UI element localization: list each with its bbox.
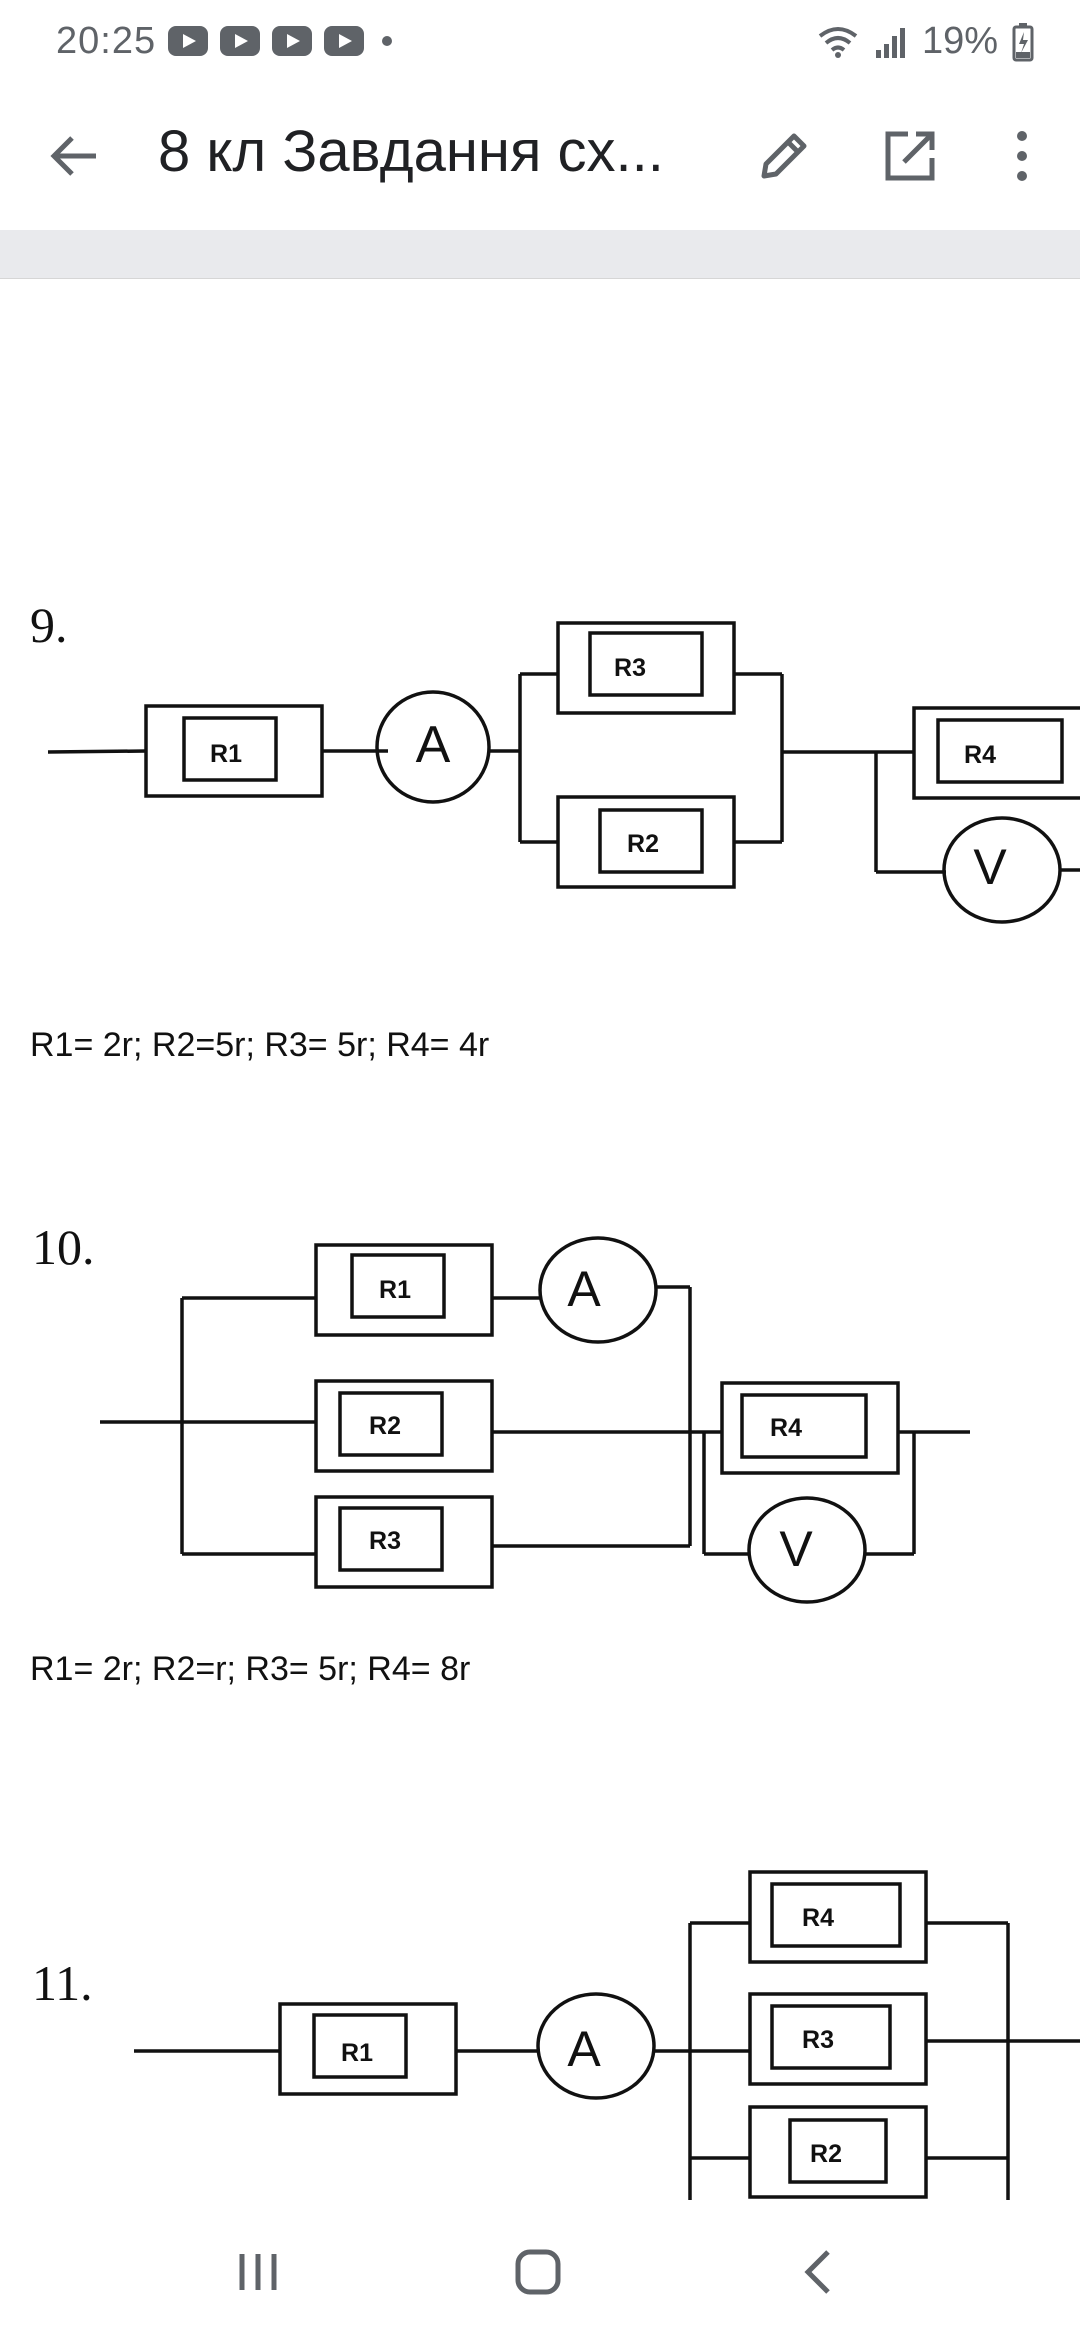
resistor-r4-box — [748, 1870, 928, 1964]
document-title: 8 кл Завдання сх... — [158, 119, 664, 184]
resistor-r4-box — [720, 1381, 900, 1475]
battery-percent: 19% — [921, 20, 998, 62]
r3-label: R3 — [614, 654, 646, 682]
resistor-r2-box — [314, 1379, 494, 1473]
wifi-icon — [818, 26, 858, 58]
r3-label: R3 — [802, 2026, 834, 2054]
ammeter-symbol — [536, 1992, 656, 2100]
resistor-r3-box — [314, 1495, 494, 1589]
problem-10-number: 10. — [32, 1219, 95, 1275]
open-external-icon — [885, 131, 935, 181]
status-right: 19% — [816, 20, 1034, 63]
voltmeter-label: V — [779, 1521, 813, 1577]
youtube-icon — [272, 26, 312, 56]
resistor-r1-box — [314, 1243, 494, 1337]
r4-label: R4 — [770, 1414, 802, 1442]
back-button[interactable] — [38, 120, 110, 192]
more-vertical-icon — [1017, 131, 1027, 181]
youtube-icon — [220, 26, 260, 56]
voltmeter-label: V — [973, 839, 1007, 895]
r1-label: R1 — [210, 740, 242, 768]
back-nav-button[interactable] — [780, 2232, 860, 2312]
youtube-icon — [324, 26, 364, 56]
problem-9-values: R1= 2r; R2=5r; R3= 5r; R4= 4r — [30, 1026, 490, 1064]
status-time: 20:25 — [56, 20, 157, 62]
resistor-r4-box — [912, 706, 1080, 800]
pencil-icon — [761, 133, 807, 179]
recent-apps-icon — [239, 2254, 277, 2290]
r1-label: R1 — [341, 2039, 373, 2067]
notification-icons — [168, 26, 364, 56]
r2-label: R2 — [627, 830, 659, 858]
problem-11-number: 11. — [32, 1955, 93, 2011]
problem-9-number: 9. — [30, 597, 68, 653]
circuit-10: R1 R2 R3 R4 A V — [100, 1236, 970, 1604]
battery-icon — [1012, 22, 1034, 61]
signal-icon — [875, 27, 905, 58]
recent-apps-button[interactable] — [218, 2232, 298, 2312]
resistor-r3-box — [748, 1992, 928, 2086]
r2-label: R2 — [369, 1412, 401, 1440]
r3-label: R3 — [369, 1527, 401, 1555]
resistor-r1-box — [278, 2002, 458, 2096]
resistor-r2-box — [748, 2105, 928, 2199]
open-external-button[interactable] — [874, 120, 946, 192]
app-toolbar: 8 кл Завдання сх... — [0, 84, 1080, 231]
r4-label: R4 — [964, 741, 996, 769]
status-bar: 20:25 19% — [0, 0, 1080, 84]
ammeter-label: A — [567, 2021, 601, 2077]
home-button[interactable] — [498, 2232, 578, 2312]
circuit-9: R1 A R3 R2 R4 V — [47, 621, 1080, 924]
r2-label: R2 — [810, 2140, 842, 2168]
more-options-button[interactable] — [986, 120, 1058, 192]
ammeter-label: A — [567, 1261, 601, 1317]
r1-label: R1 — [379, 1276, 411, 1304]
ammeter-symbol — [375, 690, 491, 804]
ammeter-label: A — [416, 716, 451, 774]
back-chevron-icon — [804, 2250, 830, 2294]
home-icon — [515, 2249, 561, 2295]
r4-label: R4 — [802, 1904, 834, 1932]
ammeter-symbol — [538, 1236, 658, 1344]
resistor-r3-box — [556, 621, 736, 715]
system-nav-bar — [0, 2200, 1080, 2340]
circuit-11: R1 A R4 R3 R2 — [134, 1870, 1080, 2200]
edit-button[interactable] — [748, 120, 820, 192]
more-notifications-dot — [382, 36, 392, 46]
page-separator — [0, 230, 1080, 279]
document-page[interactable]: 9. R1 A R3 R2 R4 V R1= 2r; R2=5r; R3= 5r… — [0, 278, 1080, 2200]
arrow-left-icon — [50, 136, 96, 176]
voltmeter-symbol — [747, 1496, 867, 1604]
youtube-icon — [168, 26, 208, 56]
problem-10-values: R1= 2r; R2=r; R3= 5r; R4= 8r — [30, 1650, 471, 1688]
